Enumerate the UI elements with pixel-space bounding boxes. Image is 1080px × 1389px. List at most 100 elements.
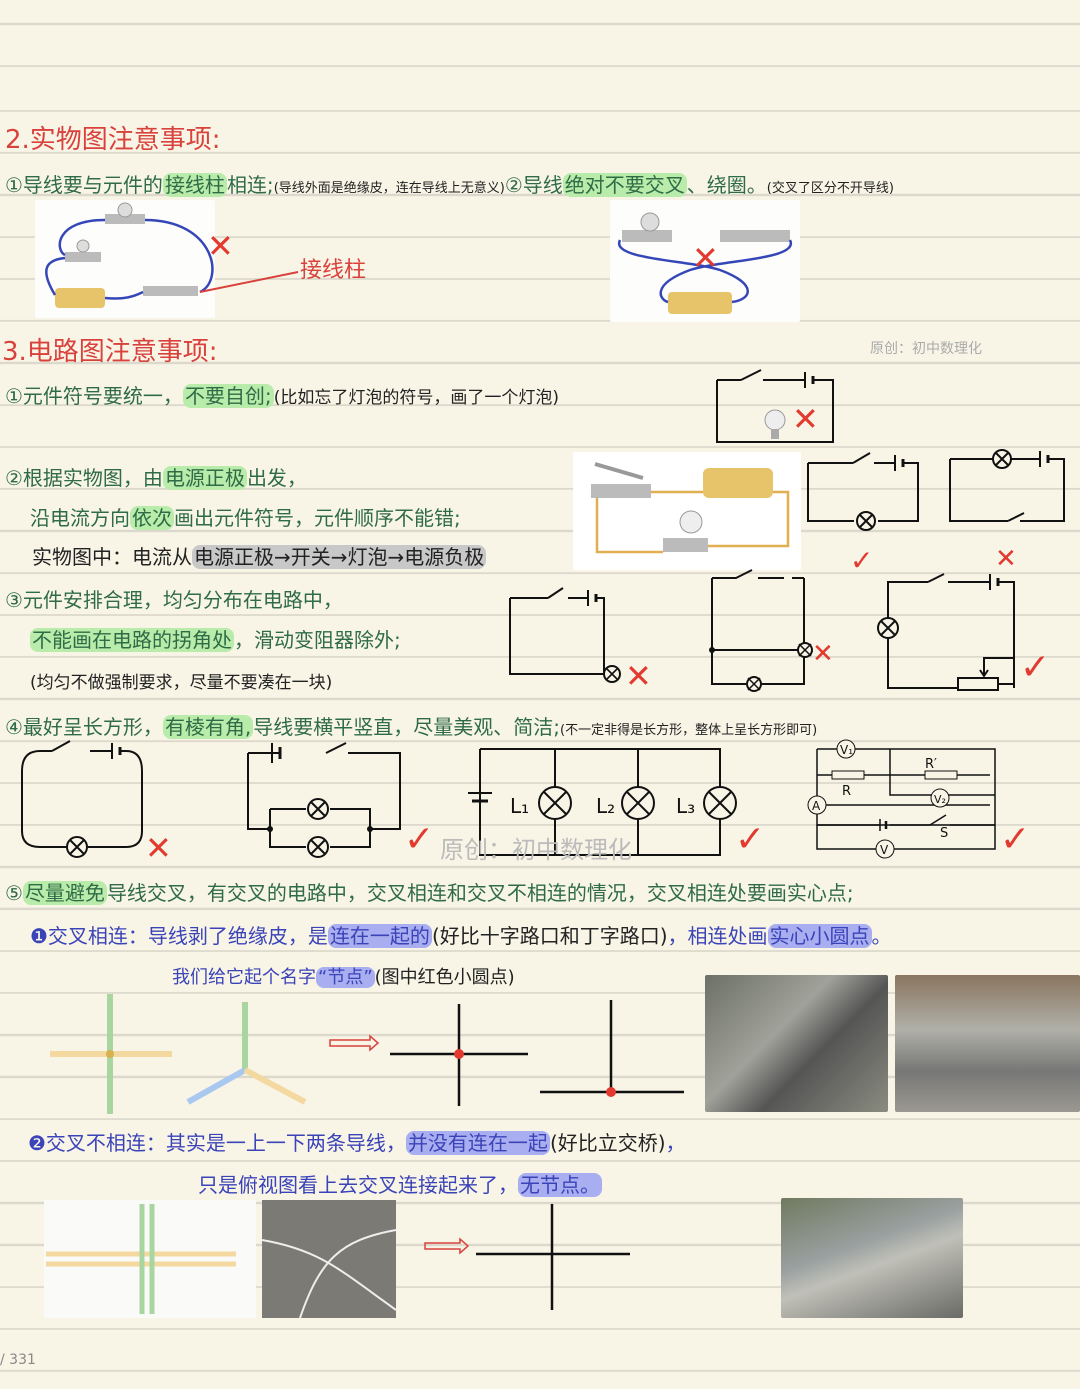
label-l1: L₁ bbox=[510, 794, 529, 818]
junction-diagrams bbox=[50, 994, 684, 1114]
note: (好比十字路口和丁字路口) bbox=[431, 924, 668, 948]
unconnected-crossing-text-2: 只是俯视图看上去交叉连接起来了，无节点。 bbox=[198, 1172, 602, 1198]
label-r: R bbox=[842, 784, 851, 799]
crossover-diagrams bbox=[44, 1200, 630, 1319]
label-s: S bbox=[940, 826, 948, 841]
note: (不一定非得是长方形，整体上呈长方形即可) bbox=[560, 723, 818, 738]
text: 我们给它起个名字 bbox=[172, 967, 316, 988]
section-3-title: 3.电路图注意事项: bbox=[2, 337, 218, 367]
wrong-mark: ✕ bbox=[792, 400, 819, 438]
wrong-mark: ✕ bbox=[995, 544, 1017, 574]
text: ②导线 bbox=[504, 173, 563, 197]
highlight: 有棱有角, bbox=[162, 715, 254, 739]
callout-line bbox=[199, 271, 299, 293]
text: 只是俯视图看上去交叉连接起来了， bbox=[198, 1173, 518, 1197]
highlight: 实心小圆点 bbox=[767, 924, 872, 948]
highlight: 电源正极→开关→灯泡→电源负极 bbox=[192, 545, 487, 569]
highlight: 依次 bbox=[130, 506, 174, 530]
sec3-point-2-line-1: ②根据实物图，由电源正极出发， bbox=[5, 465, 307, 491]
text: 画出元件符号，元件顺序不能错; bbox=[174, 506, 461, 530]
sec3-point-2-line-3: 实物图中：电流从电源正极→开关→灯泡→电源负极 bbox=[32, 544, 487, 570]
text: ❶交叉相连：导线剥了绝缘皮，是 bbox=[30, 924, 328, 948]
real-circuit-photo bbox=[573, 452, 801, 570]
highlight: “节点” bbox=[316, 967, 375, 988]
real-circuit-drawing bbox=[45, 202, 214, 308]
sec3-point-3-line-1: ③元件安排合理，均匀分布在电路中， bbox=[5, 588, 343, 612]
label-l2: L₂ bbox=[596, 794, 615, 818]
highlight: 不能画在电路的拐角处 bbox=[30, 628, 234, 652]
note: (交叉了区分不开导线) bbox=[766, 181, 894, 196]
wrong-mark: ✕ bbox=[207, 227, 234, 265]
sec2-point-1: ①导线要与元件的接线柱相连;(导线外面是绝缘皮，连在导线上无意义)②导线绝对不要… bbox=[5, 172, 894, 202]
highlight: 绝对不要交叉 bbox=[562, 173, 687, 197]
text: 实物图中：电流从 bbox=[32, 545, 192, 569]
text: 导线交叉，有交叉的电路中，交叉相连和交叉不相连的情况，交叉相连处要画实心点; bbox=[106, 881, 854, 905]
text: ①导线要与元件的 bbox=[5, 173, 163, 197]
text: 导线要横平竖直，尽量美观、简洁; bbox=[253, 715, 561, 739]
text: ④最好呈长方形， bbox=[5, 715, 163, 739]
wrong-mark: ✕ bbox=[145, 829, 172, 867]
text: ⑤ bbox=[5, 881, 23, 905]
text: 相连; bbox=[226, 173, 274, 197]
text: 、绕圈。 bbox=[686, 173, 767, 197]
wrong-mark: ✕ bbox=[812, 639, 834, 669]
wrong-mark: ✕ bbox=[692, 239, 719, 277]
overpass-photo bbox=[781, 1198, 963, 1318]
watermark: 原创：初中数理化 bbox=[440, 836, 632, 864]
highlight: 连在一起的 bbox=[327, 924, 432, 948]
highlight: 无节点。 bbox=[518, 1173, 602, 1197]
note: (好比立交桥) bbox=[549, 1131, 666, 1155]
note: (图中红色小圆点) bbox=[374, 967, 515, 988]
watermark: 原创：初中数理化 bbox=[870, 341, 982, 357]
highlight: 电源正极 bbox=[162, 466, 247, 490]
page-counter: / 331 bbox=[0, 1352, 36, 1368]
real-circuit-photo-crossing bbox=[610, 200, 800, 322]
layout-circuits bbox=[509, 569, 1015, 692]
real-circuit-drawing bbox=[591, 462, 790, 554]
correct-mark: ✓ bbox=[1020, 647, 1051, 688]
text: ②根据实物图，由 bbox=[5, 466, 163, 490]
crossing-wire-drawing bbox=[618, 212, 792, 314]
circuit-compare bbox=[807, 449, 1065, 531]
correct-mark: ✓ bbox=[850, 544, 874, 577]
note: (比如忘了灯泡的符号，画了一个灯泡) bbox=[273, 388, 559, 408]
highlight: 并没有连在一起 bbox=[405, 1131, 550, 1155]
sec3-point-3-note: (均匀不做强制要求，尽量不要凑在一块) bbox=[30, 673, 333, 693]
text: ，相连处画 bbox=[667, 924, 768, 948]
text: ❷交叉不相连：其实是一上一下两条导线， bbox=[28, 1131, 406, 1155]
sec3-point-4: ④最好呈长方形，有棱有角,导线要横平竖直，尽量美观、简洁;(不一定非得是长方形，… bbox=[5, 714, 817, 744]
note: (导线外面是绝缘皮，连在导线上无意义) bbox=[273, 181, 505, 196]
wrong-symbol-circuit bbox=[716, 369, 834, 443]
label-v2: V₂ bbox=[934, 793, 946, 806]
binding-post-label: 接线柱 bbox=[300, 258, 367, 283]
highlight: 不要自创; bbox=[182, 384, 274, 408]
section-2-title: 2.实物图注意事项: bbox=[5, 125, 221, 155]
text: 。 bbox=[871, 924, 892, 948]
node-name-text: 我们给它起个名字“节点”(图中红色小圆点) bbox=[172, 965, 515, 991]
sec3-point-3-line-2: 不能画在电路的拐角处，滑动变阻器除外; bbox=[30, 627, 401, 653]
label-v1: V₁ bbox=[840, 743, 853, 757]
label-r-prime: R′ bbox=[925, 757, 937, 772]
highlight: 接线柱 bbox=[162, 173, 227, 197]
label-v: V bbox=[880, 843, 889, 857]
highlight: 尽量避免 bbox=[22, 881, 107, 905]
text: ①元件符号要统一， bbox=[5, 384, 183, 408]
sec3-point-1: ①元件符号要统一，不要自创;(比如忘了灯泡的符号，画了一个灯泡) bbox=[5, 383, 559, 411]
correct-mark: ✓ bbox=[404, 819, 435, 860]
correct-mark: ✓ bbox=[735, 819, 766, 860]
real-circuit-photo-wrong bbox=[35, 200, 215, 318]
t-junction-photo bbox=[895, 975, 1080, 1112]
wrong-mark: ✕ bbox=[625, 657, 652, 695]
connected-crossing-text: ❶交叉相连：导线剥了绝缘皮，是连在一起的(好比十字路口和丁字路口)，相连处画实心… bbox=[30, 923, 892, 949]
text: ，滑动变阻器除外; bbox=[234, 628, 401, 652]
unconnected-crossing-text: ❷交叉不相连：其实是一上一下两条导线，并没有连在一起(好比立交桥)， bbox=[28, 1130, 686, 1156]
correct-mark: ✓ bbox=[1000, 819, 1031, 860]
crossroad-photo bbox=[705, 975, 888, 1112]
label-a: A bbox=[812, 799, 821, 813]
text: ， bbox=[665, 1131, 686, 1155]
text: 沿电流方向 bbox=[30, 506, 130, 530]
text: 出发， bbox=[246, 466, 307, 490]
sec3-point-2-line-2: 沿电流方向依次画出元件符号，元件顺序不能错; bbox=[30, 505, 461, 531]
